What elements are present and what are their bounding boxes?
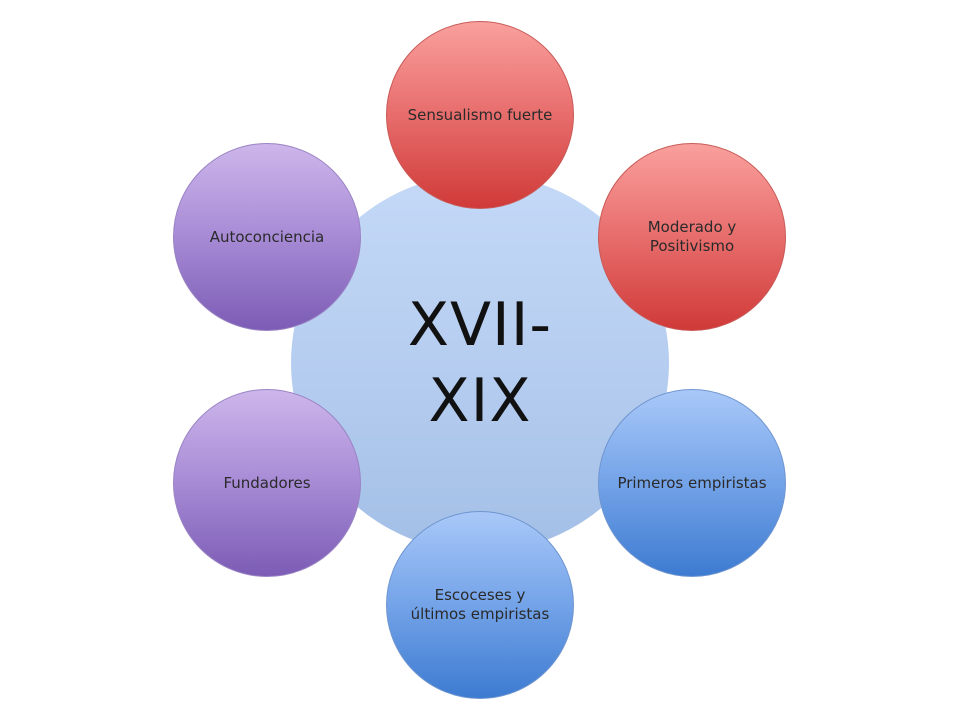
node-label: Escoceses y últimos empiristas xyxy=(410,586,550,623)
center-label-line-1: XVII- xyxy=(407,290,553,360)
node-primeros-empiristas: Primeros empiristas xyxy=(598,389,786,577)
node-label: Autoconciencia xyxy=(209,227,325,246)
node-label: Primeros empiristas xyxy=(617,473,767,492)
node-sensualismo-fuerte: Sensualismo fuerte xyxy=(386,21,574,209)
center-label-line-2: XIX xyxy=(428,366,532,436)
node-moderado-positivismo: Moderado y Positivismo xyxy=(598,143,786,331)
node-escoceses-ultimos-empiristas: Escoceses y últimos empiristas xyxy=(386,511,574,699)
node-fundadores: Fundadores xyxy=(173,389,361,577)
center-label: XVII- XIX xyxy=(380,287,580,439)
node-label: Moderado y Positivismo xyxy=(647,218,737,255)
node-label: Sensualismo fuerte xyxy=(407,105,553,124)
node-autoconciencia: Autoconciencia xyxy=(173,143,361,331)
node-label: Fundadores xyxy=(223,473,311,492)
